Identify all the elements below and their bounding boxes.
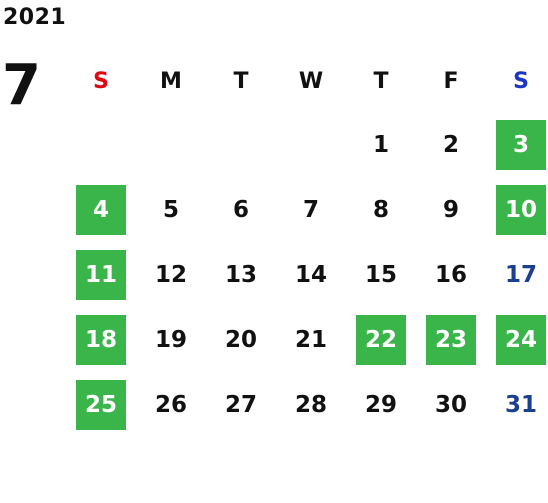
month-number: 7 [2, 53, 41, 118]
week-row: 4 5 6 7 8 9 10 [66, 177, 548, 242]
day-cell: 23 [426, 314, 476, 365]
weekday-friday: F [443, 68, 459, 94]
day-cell: 14 [294, 261, 327, 288]
week-row: 1 2 3 [66, 112, 548, 177]
day-cell: 27 [224, 391, 257, 418]
day-cell: 11 [76, 249, 126, 300]
weekday-sunday: S [93, 68, 109, 94]
day-cell: 31 [504, 391, 537, 418]
day-cell: 3 [496, 119, 546, 170]
day-cell: 29 [364, 391, 397, 418]
weekday-tuesday: T [233, 68, 249, 94]
day-cell: 12 [154, 261, 187, 288]
day-cell: 21 [294, 326, 327, 353]
weekday-header-row: S M T W T F S [66, 50, 548, 112]
day-cell: 17 [504, 261, 537, 288]
day-cell: 10 [496, 184, 546, 235]
week-row: 25 26 27 28 29 30 31 [66, 372, 548, 437]
day-cell: 22 [356, 314, 406, 365]
day-cell: 4 [76, 184, 126, 235]
day-cell: 15 [364, 261, 397, 288]
day-cell: 6 [232, 196, 249, 223]
day-cell: 26 [154, 391, 187, 418]
weekday-monday: M [160, 68, 182, 94]
week-row: 18 19 20 21 22 23 24 [66, 307, 548, 372]
calendar-grid: S M T W T F S 1 2 3 4 5 6 7 8 9 10 11 12… [66, 50, 548, 437]
day-cell: 18 [76, 314, 126, 365]
weekday-wednesday: W [298, 68, 324, 94]
day-cell: 24 [496, 314, 546, 365]
week-row: 11 12 13 14 15 16 17 [66, 242, 548, 307]
weekday-saturday: S [513, 68, 529, 94]
day-cell: 9 [442, 196, 459, 223]
day-cell: 28 [294, 391, 327, 418]
day-cell: 1 [372, 131, 389, 158]
day-cell: 2 [442, 131, 459, 158]
year-label: 2021 [3, 5, 67, 30]
day-cell: 20 [224, 326, 257, 353]
day-cell: 13 [224, 261, 257, 288]
weekday-thursday: T [373, 68, 389, 94]
day-cell: 7 [302, 196, 319, 223]
day-cell: 5 [162, 196, 179, 223]
day-cell: 8 [372, 196, 389, 223]
day-cell: 30 [434, 391, 467, 418]
day-cell: 19 [154, 326, 187, 353]
day-cell: 25 [76, 379, 126, 430]
day-cell: 16 [434, 261, 467, 288]
